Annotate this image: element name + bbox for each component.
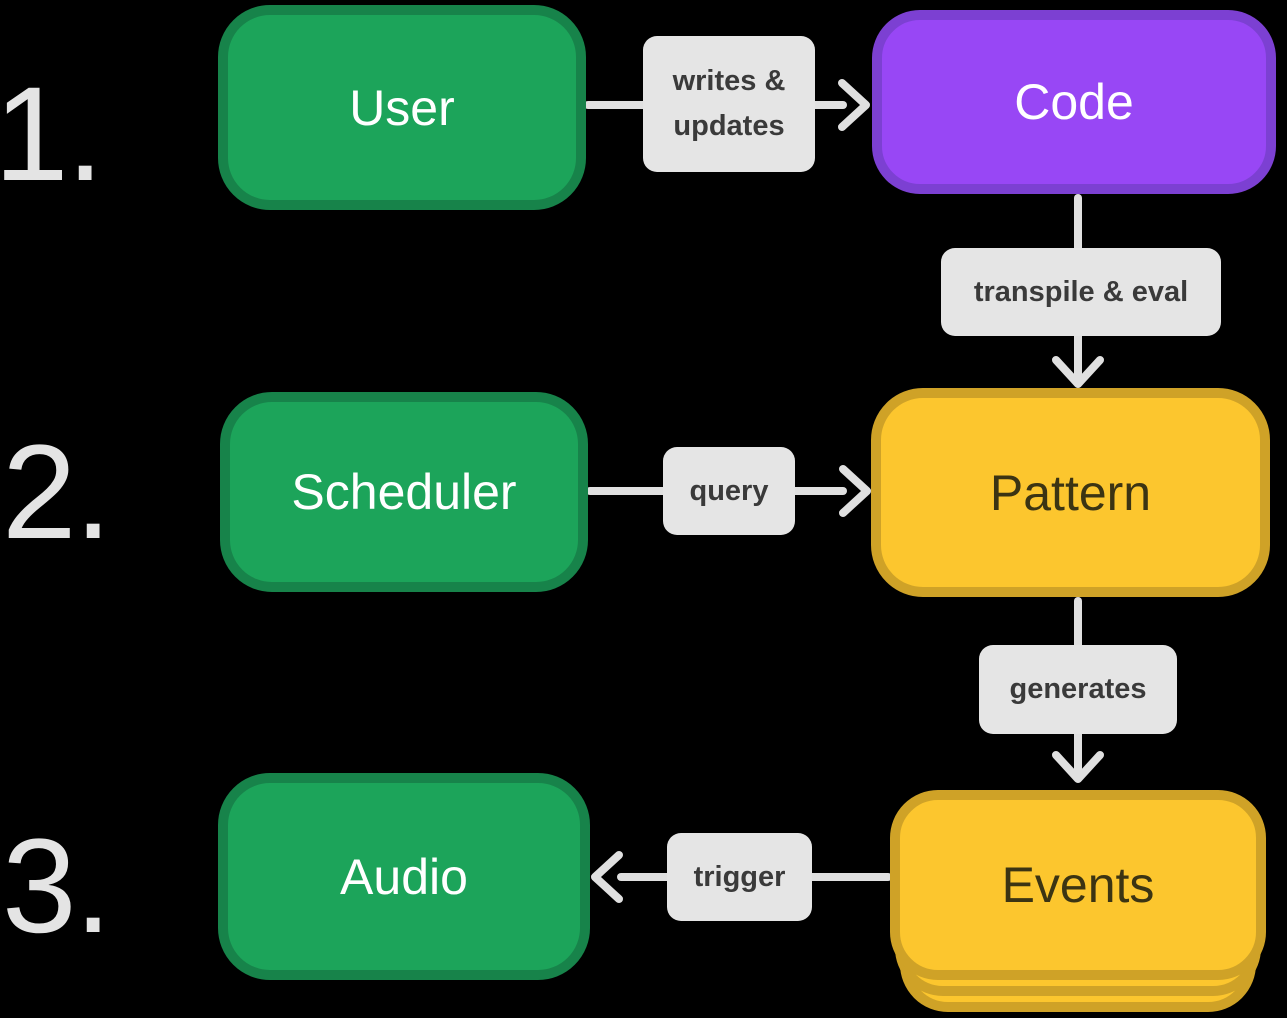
node-scheduler-label: Scheduler <box>291 464 517 520</box>
edge-label-writes-updates: writes & updates <box>643 36 815 172</box>
node-audio-label: Audio <box>340 848 468 905</box>
edge-label-query: query <box>663 447 795 535</box>
node-scheduler: Scheduler <box>220 392 588 592</box>
node-events: Events <box>890 790 1266 980</box>
node-events-label: Events <box>1001 857 1155 913</box>
node-pattern-label: Pattern <box>989 464 1152 521</box>
step-number-2: 2. <box>2 418 112 567</box>
edge-label-generates: generates <box>979 645 1177 734</box>
node-code: Code <box>872 10 1276 194</box>
node-audio: Audio <box>218 773 590 980</box>
node-pattern: Pattern <box>871 388 1270 597</box>
node-code-label: Code <box>1014 74 1134 130</box>
node-user: User <box>218 5 586 210</box>
step-number-1: 1. <box>0 60 104 209</box>
node-user-label: User <box>349 79 455 136</box>
edge-label-transpile-eval: transpile & eval <box>941 248 1221 336</box>
step-number-3: 3. <box>2 812 112 961</box>
edge-label-trigger: trigger <box>667 833 812 921</box>
